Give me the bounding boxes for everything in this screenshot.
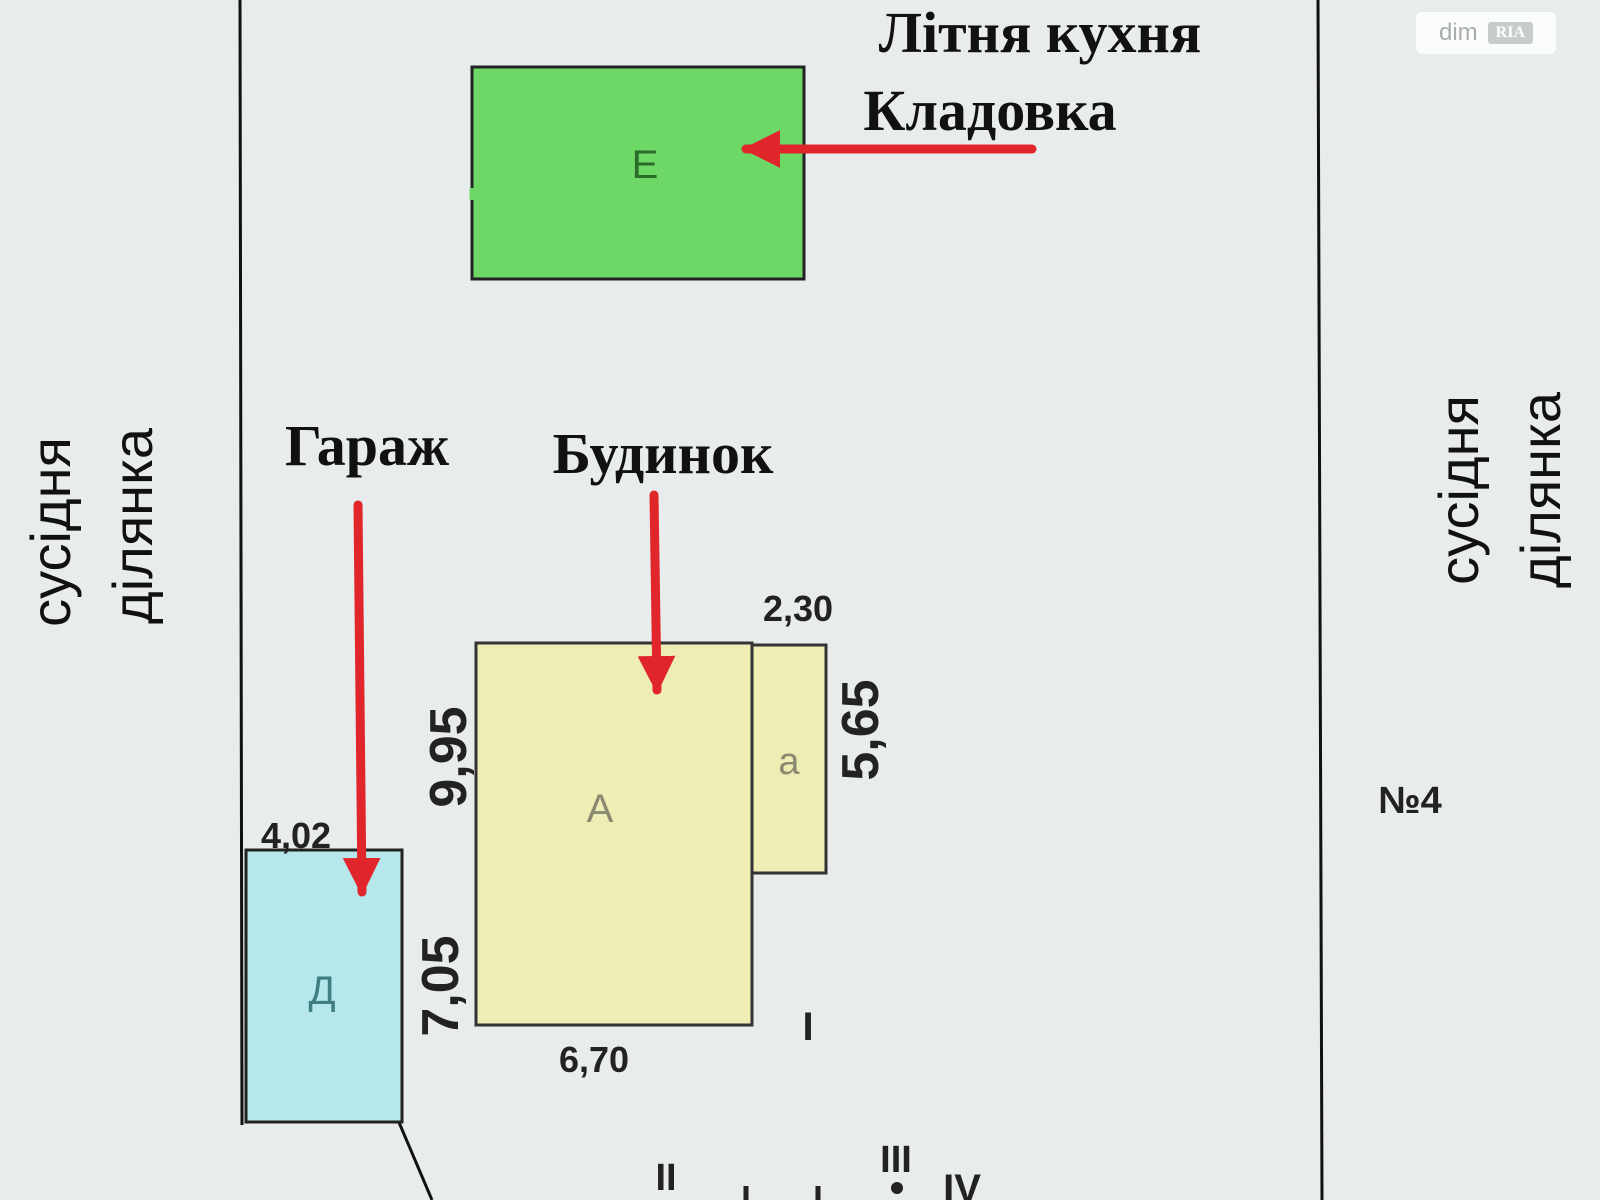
plot-number: №4 — [1378, 780, 1442, 822]
neighbor-left-line1: сусідня — [19, 437, 82, 627]
roman-mark-3: III — [880, 1139, 912, 1181]
survey-point — [891, 1182, 903, 1194]
building-a-annex-label: а — [778, 741, 800, 783]
label-summer-kitchen: Літня кухня — [879, 0, 1202, 65]
roman-mark-4: IV — [943, 1167, 981, 1200]
right-boundary-line — [1316, 0, 1324, 1200]
building-e — [470, 65, 806, 281]
left-boundary-line — [238, 0, 244, 1126]
watermark-brand: dim — [1438, 19, 1478, 46]
arrow-garage — [342, 500, 381, 897]
building-e-label: Е — [632, 143, 659, 187]
watermark: dim RIA — [1416, 12, 1556, 54]
roman-mark-1: I — [802, 1005, 813, 1049]
roman-mark-2: II — [655, 1157, 676, 1199]
dim-d-height: 7,05 — [412, 935, 470, 1036]
label-garage: Гараж — [285, 413, 449, 478]
neighbor-right-line1: сусідня — [1427, 395, 1490, 585]
neighbor-right-line2: ділянка — [1509, 391, 1572, 588]
neighbor-left-line2: ділянка — [101, 427, 164, 624]
dim-a-small-height: 5,65 — [832, 679, 890, 780]
label-storage: Кладовка — [863, 78, 1116, 143]
bottom-slant-line — [396, 1119, 434, 1200]
building-a-annex — [750, 643, 828, 875]
label-house: Будинок — [553, 421, 774, 486]
watermark-badge: RIA — [1487, 22, 1533, 44]
arrow-house — [637, 490, 676, 695]
dim-a-height: 9,95 — [420, 706, 478, 807]
building-a — [474, 641, 754, 1027]
dim-a-small-width: 2,30 — [763, 588, 833, 629]
building-a-label: А — [587, 787, 614, 831]
building-d-label: Д — [308, 969, 335, 1013]
dim-a-width: 6,70 — [559, 1039, 629, 1080]
dim-d-width: 4,02 — [261, 815, 331, 856]
